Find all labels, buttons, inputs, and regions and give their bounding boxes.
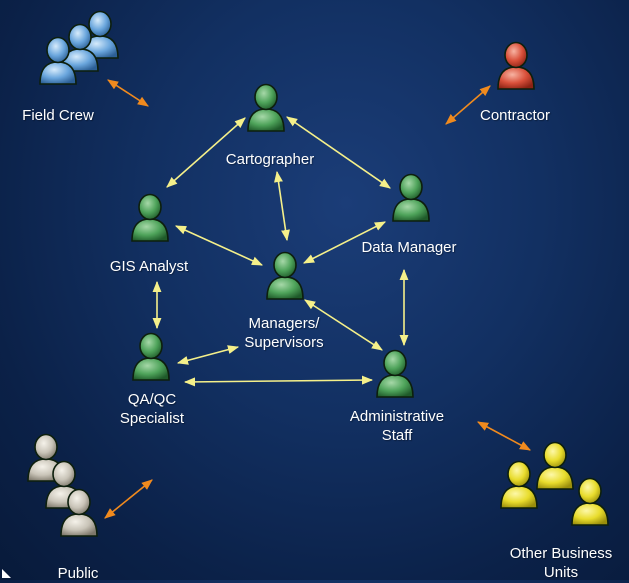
arrow-public bbox=[104, 479, 153, 519]
arrow-cartographer-gis-analyst bbox=[166, 117, 246, 188]
arrow-cartographer-managers bbox=[274, 170, 290, 242]
label-admin-line1: Administrative bbox=[349, 408, 445, 425]
label-gis-analyst: GIS Analyst bbox=[109, 258, 189, 275]
arrow-field-crew bbox=[107, 79, 149, 107]
arrow-qaqc-admin bbox=[183, 375, 374, 387]
label-data-manager: Data Manager bbox=[361, 239, 457, 256]
group-icon-other-business-units bbox=[500, 441, 609, 526]
core-connections bbox=[152, 116, 409, 387]
person-icon-managers bbox=[266, 251, 304, 300]
person-icon-gis-analyst bbox=[131, 193, 169, 242]
label-managers-line2: Supervisors bbox=[244, 334, 324, 351]
corner-mark bbox=[2, 569, 11, 578]
group-icon-field-crew bbox=[39, 10, 119, 85]
arrow-gis-analyst-managers bbox=[174, 225, 264, 266]
label-contractor: Contractor bbox=[479, 107, 551, 124]
arrow-managers-admin bbox=[304, 299, 383, 351]
label-cartographer: Cartographer bbox=[225, 151, 315, 168]
arrow-contractor bbox=[445, 85, 491, 125]
label-managers-line1: Managers/ bbox=[248, 315, 320, 332]
arrow-other-business-units bbox=[477, 421, 531, 451]
label-other-line1: Other Business bbox=[509, 545, 613, 562]
label-public: Public bbox=[57, 565, 99, 582]
label-admin-line2: Staff bbox=[381, 427, 413, 444]
person-icon-admin bbox=[376, 349, 414, 398]
label-field-crew: Field Crew bbox=[22, 107, 94, 124]
label-qaqc-line2: Specialist bbox=[119, 410, 185, 427]
group-icon-public bbox=[27, 433, 98, 537]
arrow-cartographer-data-manager bbox=[286, 116, 391, 189]
label-other-business-units: Other Business Units bbox=[510, 544, 613, 582]
arrow-data-manager-managers bbox=[303, 221, 386, 264]
person-icon-contractor bbox=[497, 41, 535, 90]
person-icon-cartographer bbox=[247, 83, 285, 132]
label-qaqc-specialist: QA/QC Specialist bbox=[120, 390, 184, 428]
person-icon-data-manager bbox=[392, 173, 430, 222]
label-managers-supervisors: Managers/ Supervisors bbox=[244, 314, 323, 352]
external-connections bbox=[104, 79, 531, 519]
label-administrative-staff: Administrative Staff bbox=[350, 407, 444, 445]
label-other-line2: Units bbox=[543, 564, 579, 581]
person-icon-qaqc bbox=[132, 332, 170, 381]
label-qaqc-line1: QA/QC bbox=[127, 391, 177, 408]
arrow-qaqc-managers bbox=[176, 345, 240, 365]
